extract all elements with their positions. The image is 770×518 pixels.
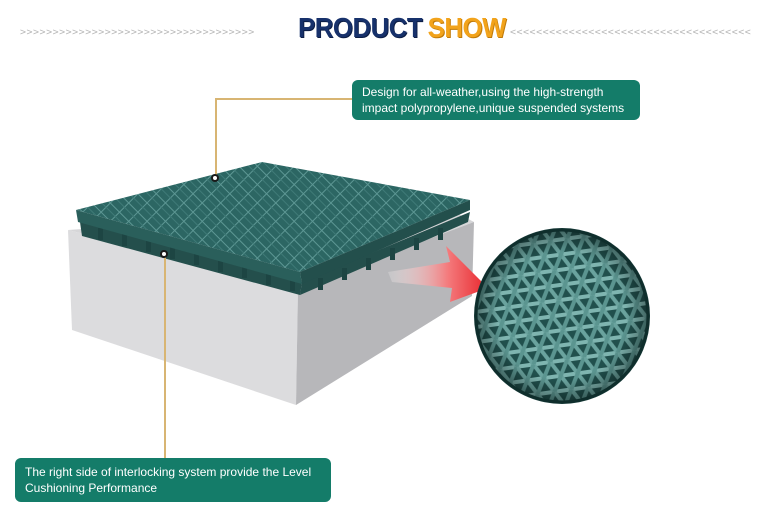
title-word-product: PRODUCT: [298, 12, 423, 43]
bottom-callout-line1: The right side of interlocking system pr…: [25, 465, 312, 479]
top-leader-vertical: [215, 98, 217, 178]
header: >>>>>>>>>>>>>>>>>>>>>>>>>>>>>>>>>>>> PRO…: [0, 0, 770, 60]
tile-top-surface: [76, 162, 470, 272]
bottom-leader-vertical: [164, 256, 166, 458]
tile-front-edge: [76, 210, 302, 284]
magnified-detail-lens: [474, 228, 650, 404]
zoom-arrow: [388, 246, 488, 302]
left-arrow-decoration: >>>>>>>>>>>>>>>>>>>>>>>>>>>>>>>>>>>>: [20, 27, 255, 38]
top-marker-dot: [211, 174, 219, 182]
top-leader-horizontal: [215, 98, 352, 100]
top-callout-line1: Design for all-weather,using the high-st…: [362, 85, 604, 99]
tile-leg-teeth: [98, 228, 443, 291]
tile-side-edge: [300, 200, 470, 284]
bottom-marker-dot: [160, 250, 168, 258]
top-callout: Design for all-weather,using the high-st…: [352, 80, 640, 120]
top-callout-line2: impact polypropylene,unique suspended sy…: [362, 101, 625, 115]
bottom-callout-line2: Cushioning Performance: [25, 481, 158, 495]
title-word-show: SHOW: [427, 12, 507, 43]
right-arrow-decoration: <<<<<<<<<<<<<<<<<<<<<<<<<<<<<<<<<<<<<: [510, 27, 752, 38]
bottom-callout: The right side of interlocking system pr…: [15, 458, 331, 502]
